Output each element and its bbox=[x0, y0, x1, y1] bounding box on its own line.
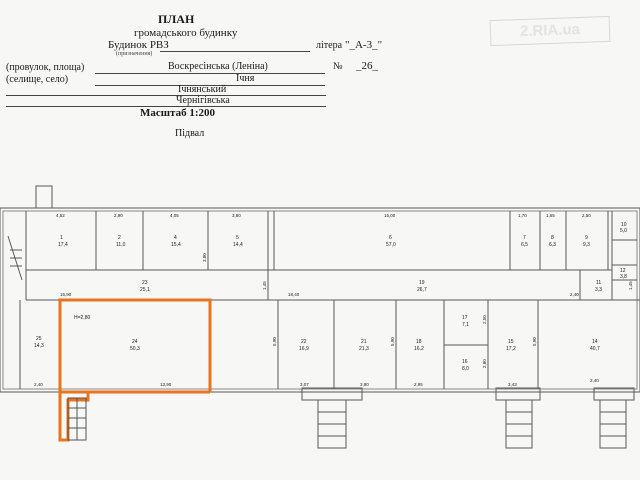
outer-wall bbox=[0, 207, 640, 393]
room-2-area: 11,0 bbox=[116, 242, 126, 248]
dim-2-80v: 2,80 bbox=[482, 359, 487, 368]
room-22-area: 16,9 bbox=[299, 346, 309, 352]
room-23-no: 23 bbox=[142, 280, 148, 286]
dim-3-80v: 3,80 bbox=[202, 253, 207, 262]
room-6-area: 57,0 bbox=[386, 242, 396, 248]
dim-18-40: 18,40 bbox=[288, 292, 300, 297]
room-15-no: 15 bbox=[508, 339, 514, 345]
dim-1-65: 1,65 bbox=[546, 213, 555, 218]
highlighted-room-24 bbox=[58, 298, 212, 442]
room-23-area: 25,1 bbox=[140, 287, 150, 293]
litera-value: "_А-3_" bbox=[345, 39, 383, 51]
dim-2-40b: 2,40 bbox=[590, 378, 599, 383]
building-name-underline bbox=[160, 51, 310, 52]
dim-2-90: 2,90 bbox=[114, 213, 123, 218]
room-25-no: 25 bbox=[36, 336, 42, 342]
room-10-area: 5,0 bbox=[620, 228, 627, 234]
room-24-no: 24 bbox=[132, 339, 138, 345]
room-5-area: 14,4 bbox=[233, 242, 243, 248]
dim-15-90: 15,90 bbox=[60, 292, 72, 297]
dim-4-05: 4,05 bbox=[170, 213, 179, 218]
dim-13-90: 13,90 bbox=[160, 382, 172, 387]
room-19-no: 19 bbox=[419, 280, 425, 286]
room-18-area: 16,2 bbox=[414, 346, 424, 352]
room-1-area: 17,4 bbox=[58, 242, 68, 248]
room-18-no: 18 bbox=[416, 339, 422, 345]
dim-1-45a: 1,45 bbox=[262, 281, 267, 290]
street-value: Воскресінська (Леніна) bbox=[168, 61, 268, 72]
room-6-no: 6 bbox=[389, 235, 392, 241]
building-name: Будинок РВЗ bbox=[108, 39, 169, 51]
room-21-area: 21,3 bbox=[359, 346, 369, 352]
floor-label: Підвал bbox=[175, 128, 205, 139]
room-15-area: 17,2 bbox=[506, 346, 516, 352]
plan-title: ПЛАН bbox=[158, 12, 195, 26]
dim-5-90c: 5,90 bbox=[532, 337, 537, 346]
room-8-no: 8 bbox=[551, 235, 554, 241]
room-24-height: Н=2,80 bbox=[74, 315, 90, 321]
plan-header: ПЛАН громадського будинку Будинок РВЗ (п… bbox=[0, 0, 640, 150]
dim-1-70: 1,70 bbox=[518, 213, 527, 218]
room-8-area: 6,3 bbox=[549, 242, 556, 248]
purpose-caption: (призначення) bbox=[116, 51, 153, 57]
room-5-no: 5 bbox=[236, 235, 239, 241]
room-11-area: 3,3 bbox=[595, 287, 602, 293]
room-12-area: 3,8 bbox=[620, 274, 627, 280]
room-4-no: 4 bbox=[174, 235, 177, 241]
street-caption: (провулок, площа) bbox=[6, 62, 85, 73]
district-underline bbox=[6, 95, 326, 96]
settlement-caption: (селище, село) bbox=[6, 74, 69, 85]
district-value: Ічнянський bbox=[178, 84, 227, 95]
room-25-area: 14,3 bbox=[34, 343, 44, 349]
region-underline bbox=[6, 106, 326, 107]
room-24-area: 50,3 bbox=[130, 346, 140, 352]
dim-3-43: 3,43 bbox=[508, 382, 517, 387]
room-21-no: 21 bbox=[361, 339, 367, 345]
room-12-no: 12 bbox=[620, 268, 626, 274]
scale-label: Масштаб 1:200 bbox=[140, 107, 216, 119]
room-9-area: 9,3 bbox=[583, 242, 590, 248]
city-value: Ічня bbox=[236, 73, 255, 84]
dim-2-95: 2,95 bbox=[414, 382, 423, 387]
dim-1-45b: 1,45 bbox=[628, 281, 633, 290]
room-9-no: 9 bbox=[585, 235, 588, 241]
dim-2-40a: 2,40 bbox=[34, 382, 43, 387]
dim-5-90a: 5,90 bbox=[272, 337, 277, 346]
room-16-no: 16 bbox=[462, 359, 468, 365]
dim-5-90b: 5,90 bbox=[390, 337, 395, 346]
city-underline bbox=[95, 85, 325, 86]
room-17-area: 7,1 bbox=[462, 322, 469, 328]
room-2-no: 2 bbox=[118, 235, 121, 241]
room-4-area: 15,4 bbox=[171, 242, 181, 248]
room-14-area: 40,7 bbox=[590, 346, 600, 352]
street-underline bbox=[95, 73, 325, 74]
room-10-no: 10 bbox=[621, 222, 627, 228]
dim-3-07: 3,07 bbox=[300, 382, 309, 387]
room-11-no: 11 bbox=[596, 280, 601, 286]
number-value: _26_ bbox=[356, 60, 378, 72]
room-7-area: 6,5 bbox=[521, 242, 528, 248]
room-14-no: 14 bbox=[592, 339, 598, 345]
room-22-no: 22 bbox=[301, 339, 307, 345]
number-label: № bbox=[333, 61, 343, 72]
room-7-no: 7 bbox=[523, 235, 526, 241]
room-1-no: 1 bbox=[60, 235, 63, 241]
dim-15-00: 15,00 bbox=[384, 213, 396, 218]
dim-3-80: 3,80 bbox=[232, 213, 241, 218]
room-19-area: 26,7 bbox=[417, 287, 427, 293]
room-16-area: 8,0 bbox=[462, 366, 469, 372]
region-value: Чернігівська bbox=[176, 95, 230, 106]
dim-2-50: 2,50 bbox=[582, 213, 591, 218]
plan-subtitle: громадського будинку bbox=[134, 27, 238, 39]
dim-2-40c: 2,40 bbox=[570, 292, 579, 297]
dim-4-52: 4,52 bbox=[56, 213, 65, 218]
litera-label: літера bbox=[316, 40, 343, 51]
room-17-no: 17 bbox=[462, 315, 468, 321]
dim-3-90: 3,90 bbox=[360, 382, 369, 387]
dim-2-50v: 2,50 bbox=[482, 315, 487, 324]
